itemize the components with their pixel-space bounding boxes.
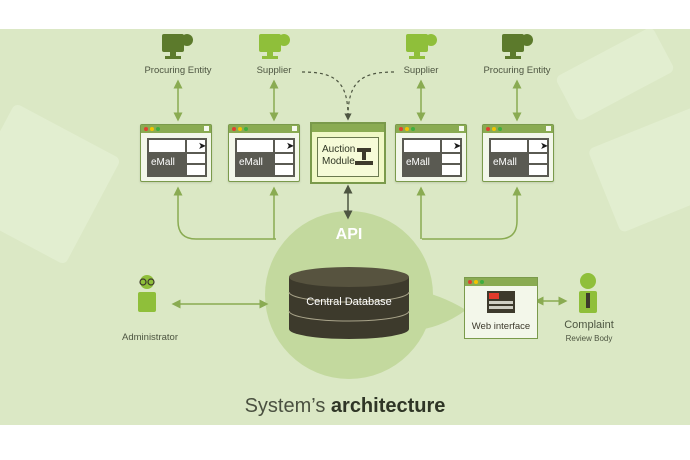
review-body-label: Review Body <box>565 334 613 343</box>
emall-window: eMall ➤ <box>140 124 212 182</box>
central-database-label: Central Database <box>306 296 392 308</box>
emall-label: eMall <box>239 157 263 168</box>
procuring-entity-label: Procuring Entity <box>144 65 212 76</box>
diagram-title: System’s architecture <box>0 395 690 418</box>
emall-window: eMall ➤ <box>228 124 300 182</box>
auction-module-label: Auction Module <box>322 144 356 167</box>
monitor-icon <box>502 34 533 59</box>
connector-layer <box>138 34 597 379</box>
cursor-icon: ➤ <box>453 141 462 152</box>
emall-window: eMall ➤ <box>395 124 467 182</box>
procuring-entity-label: Procuring Entity <box>483 65 551 76</box>
arrow <box>173 186 276 240</box>
connector-wedge <box>410 289 466 331</box>
cursor-icon: ➤ <box>540 141 549 152</box>
administrator-icon <box>138 275 156 312</box>
title-bold: architecture <box>330 395 446 417</box>
monitor-icon <box>259 34 290 59</box>
dashed-connector <box>301 71 352 121</box>
supplier-label: Supplier <box>403 65 439 76</box>
auction-module-window: Auction Module <box>310 122 386 184</box>
dashed-connector <box>347 71 395 118</box>
gavel-icon <box>355 148 373 165</box>
administrator-label: Administrator <box>122 332 178 343</box>
emall-window: eMall ➤ <box>482 124 554 182</box>
cursor-icon: ➤ <box>198 141 207 152</box>
emall-label: eMall <box>493 157 517 168</box>
complaint-label: Complaint <box>564 319 614 331</box>
emall-label: eMall <box>151 157 175 168</box>
api-label: API <box>335 226 363 243</box>
reviewer-icon <box>579 273 597 313</box>
cursor-icon: ➤ <box>286 141 295 152</box>
monitor-icon <box>406 34 437 59</box>
architecture-diagram: Procuring Entity Supplier Supplier Procu… <box>0 29 690 425</box>
web-interface-window: Web interface <box>464 277 538 339</box>
arrow <box>422 186 522 240</box>
title-regular: System’s <box>244 395 326 417</box>
supplier-label: Supplier <box>256 65 292 76</box>
web-interface-label: Web interface <box>471 321 531 332</box>
monitor-icon <box>162 34 193 59</box>
emall-label: eMall <box>406 157 430 168</box>
database-icon <box>288 267 410 339</box>
